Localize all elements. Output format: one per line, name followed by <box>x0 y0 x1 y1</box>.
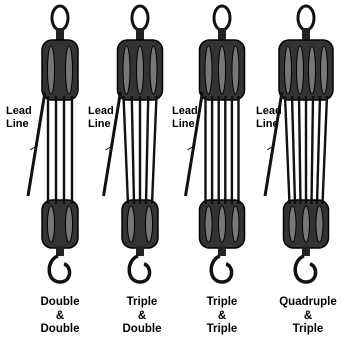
hook-icon <box>211 256 231 282</box>
bottom-sheave <box>146 206 153 242</box>
top-sheave <box>48 46 55 94</box>
bottom-sheave <box>316 206 323 242</box>
top-sheave <box>309 46 316 94</box>
top-sheave <box>66 46 73 94</box>
rope-strand <box>152 96 157 204</box>
top-shackle-icon <box>52 6 68 30</box>
bottom-sheave <box>289 206 296 242</box>
hook-icon <box>49 256 69 282</box>
top-sheave <box>285 46 292 94</box>
lead-line-label-4: Lead Line <box>256 105 282 131</box>
bottom-sheave <box>48 206 55 242</box>
rope-strand <box>285 96 290 204</box>
bottom-sheave <box>128 206 135 242</box>
lead-line-label-1: Lead Line <box>6 105 32 131</box>
top-sheave <box>232 46 239 94</box>
top-sheave <box>123 46 130 94</box>
rope-strand <box>299 96 301 204</box>
caption-triple-double: Triple & Double <box>104 296 180 337</box>
top-sheave <box>137 46 144 94</box>
hook-icon <box>129 256 149 282</box>
rope-strand <box>312 96 314 204</box>
rope-strand <box>292 96 295 204</box>
caption-quadruple-triple: Quadruple & Triple <box>270 296 346 337</box>
top-sheave <box>297 46 304 94</box>
pulley-block-3 <box>186 6 245 282</box>
bottom-sheave <box>205 206 212 242</box>
top-sheave <box>321 46 328 94</box>
rope-strand <box>132 96 134 204</box>
rope-strand <box>124 96 129 204</box>
bottom-sheave <box>232 206 239 242</box>
rope-strand <box>323 96 328 204</box>
hook-icon <box>295 256 315 282</box>
caption-double-double: Double & Double <box>22 296 98 337</box>
bottom-sheave <box>66 206 73 242</box>
pulley-block-4 <box>265 6 333 282</box>
top-sheave <box>219 46 226 94</box>
bottom-sheave <box>219 206 226 242</box>
top-sheave <box>205 46 212 94</box>
lead-line-label-3: Lead Line <box>172 105 198 131</box>
rope-strand <box>317 96 320 204</box>
top-sheave <box>150 46 157 94</box>
bottom-sheave <box>303 206 310 242</box>
top-shackle-icon <box>132 6 148 30</box>
pulley-block-1 <box>28 6 78 282</box>
rope-strand <box>146 96 148 204</box>
lead-line-label-2: Lead Line <box>88 105 114 131</box>
caption-triple-triple: Triple & Triple <box>184 296 260 337</box>
top-shackle-icon <box>214 6 230 30</box>
pulley-block-2 <box>104 6 163 282</box>
top-shackle-icon <box>298 6 314 30</box>
